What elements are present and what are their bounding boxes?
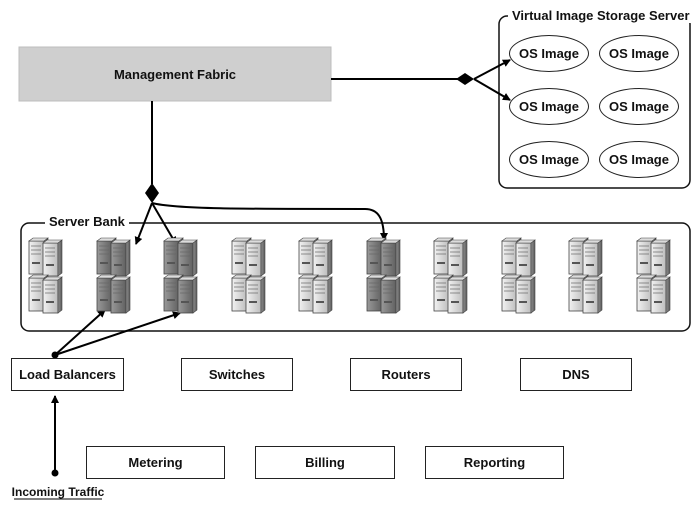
arrow-to-server-2 [134,202,153,245]
server-bank-container [20,222,691,332]
management-fabric-label: Management Fabric [113,66,237,82]
arrow-to-server-6 [151,202,388,241]
lb-to-server-2 [54,309,106,356]
server-rack-icon-9 [568,237,603,314]
metering-box: Metering [86,446,225,479]
server-bank-servers [28,237,671,314]
os-image-6: OS Image [599,141,679,178]
os-image-1: OS Image [509,35,589,72]
os-image-2: OS Image [599,35,679,72]
server-rack-icon-7 [433,237,468,314]
lb-to-server-3 [54,311,181,356]
routers-box: Routers [350,358,462,391]
incoming-traffic-label: Incoming Traffic [11,485,105,499]
server-rack-icon-4 [231,237,266,314]
server-rack-icon-2 [96,237,131,314]
dns-box: DNS [520,358,632,391]
load-balancers-box: Load Balancers [11,358,124,391]
os-image-5: OS Image [509,141,589,178]
storage-server-title: Virtual Image Storage Server [508,8,694,23]
switches-box: Switches [181,358,293,391]
arrow-to-os-image-3 [473,78,511,101]
server-rack-icon-5 [298,237,333,314]
arrow-to-server-3 [151,202,177,245]
server-bank-title: Server Bank [45,214,129,229]
billing-box: Billing [255,446,395,479]
fabric-storage-diamond [456,73,474,85]
management-fabric-box [18,46,332,102]
arrow-to-os-image-1 [473,59,511,80]
os-image-3: OS Image [509,88,589,125]
fabric-servers-diamond [145,183,159,203]
reporting-box: Reporting [425,446,564,479]
server-rack-icon-10 [636,237,671,314]
server-rack-icon-1 [28,237,63,314]
server-rack-icon-8 [501,237,536,314]
server-rack-icon-6 [366,237,401,314]
server-rack-icon-3 [163,237,198,314]
os-image-4: OS Image [599,88,679,125]
